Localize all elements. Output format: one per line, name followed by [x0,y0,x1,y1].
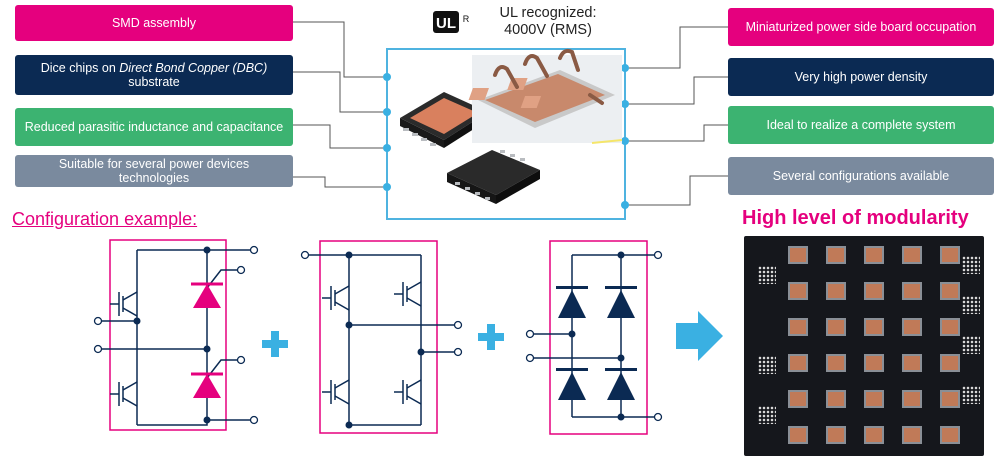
plus-icon [262,331,288,357]
ul-line-1: UL recognized: [499,5,597,21]
board-module-chip [864,282,884,300]
board-via-pattern [758,266,776,284]
feature-complete-system: Ideal to realize a complete system [728,106,994,144]
feature-label: Several configurations available [772,169,950,183]
feature-reduced-parasitics: Reduced parasitic inductance and capacit… [15,108,293,146]
board-via-pattern [758,356,776,374]
modular-board-photo [744,236,984,456]
feature-label: Very high power density [794,70,928,84]
right-connectors [625,26,728,206]
board-module-chip [826,426,846,444]
configuration-title: Configuration example: [12,209,198,229]
board-module-chip [788,390,808,408]
board-via-pattern [962,256,980,274]
feature-label: Reduced parasitic inductance and capacit… [24,120,284,134]
board-module-chip [826,282,846,300]
board-via-pattern [962,386,980,404]
ul-line-2: 4000V (RMS) [504,22,592,38]
ul-certification: UL recognized: 4000V (RMS) [488,5,608,39]
board-module-chip [788,354,808,372]
board-module-chip [902,246,922,264]
feature-configurations: Several configurations available [728,157,994,195]
board-module-chip [940,390,960,408]
board-module-chip [788,426,808,444]
board-module-chip [902,282,922,300]
feature-label: Suitable for several power devices techn… [58,157,250,185]
board-via-pattern [962,336,980,354]
board-module-chip [826,246,846,264]
board-via-pattern [758,406,776,424]
ul-logo-icon: UL R [433,11,470,33]
feature-power-density: Very high power density [728,58,994,96]
package-internal-view [468,48,623,144]
thyristor-icon [193,284,221,308]
board-module-chip [864,318,884,336]
board-module-chip [864,390,884,408]
board-module-chip [788,282,808,300]
board-module-chip [940,282,960,300]
board-module-chip [826,354,846,372]
board-module-chip [864,354,884,372]
svg-text:R: R [463,14,470,24]
package-bottom-view [447,150,540,204]
circuit-diode-bridge [525,240,663,435]
svg-text:UL: UL [436,15,456,32]
board-module-chip [788,246,808,264]
arrow-right-icon [676,311,723,361]
feature-label: Ideal to realize a complete system [766,118,956,132]
connector-dots [383,64,629,209]
board-module-chip [940,246,960,264]
board-module-chip [902,318,922,336]
board-module-chip [864,246,884,264]
board-module-chip [940,426,960,444]
left-connectors [293,21,387,188]
feature-dbc-substrate: Dice chips on Direct Bond Copper (DBC) s… [15,55,293,95]
thyristor-icon [193,374,221,398]
board-module-chip [788,318,808,336]
circuit-thyristor-half-bridge [93,239,259,431]
feature-label: SMD assembly [111,16,197,30]
board-module-chip [902,354,922,372]
board-module-chip [826,390,846,408]
board-module-chip [940,318,960,336]
board-module-chip [864,426,884,444]
diode-icon [556,286,637,400]
feature-power-device-technologies: Suitable for several power devices techn… [15,155,293,187]
board-module-chip [902,426,922,444]
board-via-pattern [962,296,980,314]
circuit-igbt-dual-leg [300,240,463,434]
feature-miniaturized-board: Miniaturized power side board occupation [728,8,994,46]
feature-smd-assembly: SMD assembly [15,5,293,41]
board-module-chip [940,354,960,372]
feature-label: Dice chips on Direct Bond Copper (DBC) s… [40,61,268,89]
board-module-chip [826,318,846,336]
modularity-title: High level of modularity [742,207,969,229]
board-module-chip [902,390,922,408]
feature-label: Miniaturized power side board occupation [745,20,977,34]
plus-icon [478,324,504,350]
